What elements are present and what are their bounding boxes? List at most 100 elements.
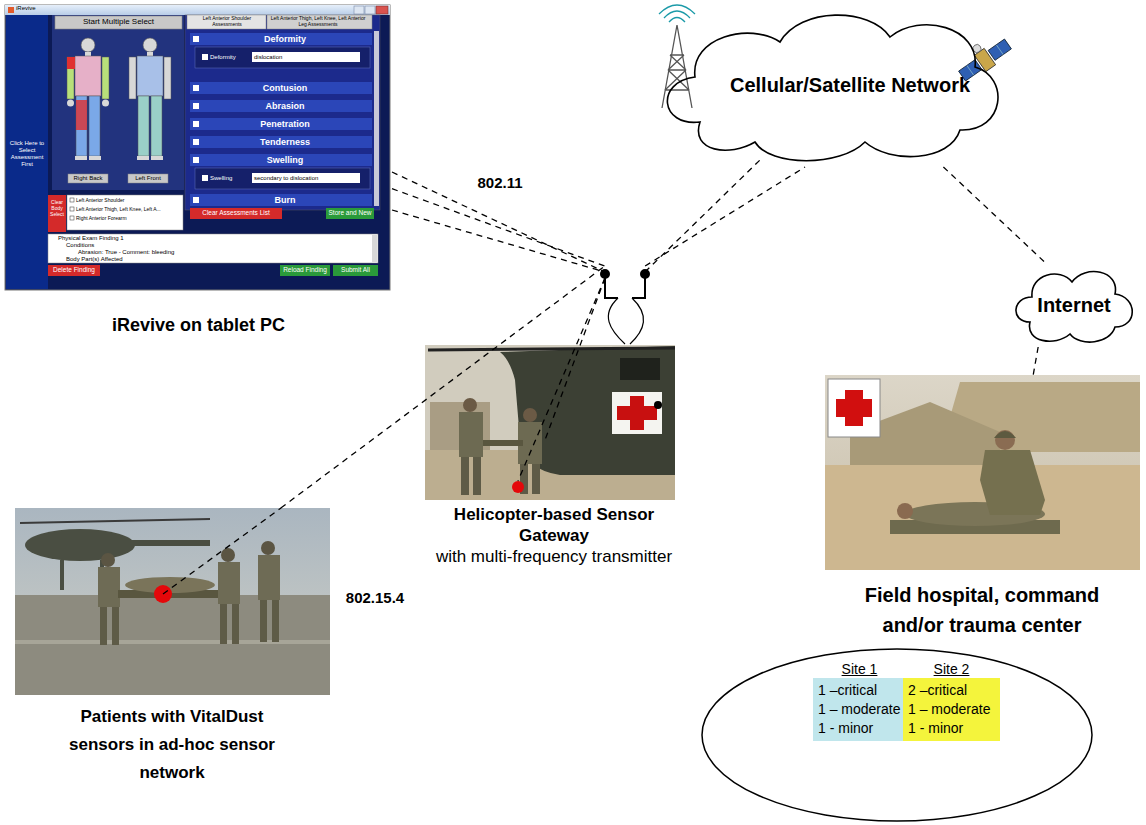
satellite-part: [996, 45, 1003, 55]
body-figure-part-part: [147, 52, 153, 56]
helicopter-photo: [425, 345, 675, 500]
radio-link: [281, 266, 605, 508]
ui-label: Left Anterior Thigh, Left Knee, Left A..…: [76, 206, 182, 212]
tablet-screenshot-part: [67, 195, 183, 230]
assessment-bars-part: [190, 100, 372, 112]
body-figure-part-part: [102, 57, 109, 99]
ui-label: Swelling: [200, 155, 370, 165]
radio-tower-part: [659, 5, 695, 14]
tablet-screenshot-part: [52, 15, 184, 190]
ui-label: Click Here to Select Assessment First: [7, 140, 47, 168]
site-heading: Site 2: [903, 660, 1000, 678]
patients-photo-part: [218, 562, 240, 604]
cloud-text-area: Internet: [1010, 262, 1138, 347]
tablet-screenshot-part: [376, 6, 388, 14]
patients-photo: [15, 508, 330, 695]
ui-label: Store and New: [326, 209, 374, 217]
patients-photo-part: [112, 607, 119, 645]
body-figure-part-part: [138, 96, 149, 156]
body-figure-part-part: [164, 57, 171, 99]
ui-label: Tenderness: [200, 137, 370, 147]
ui-label: dislocation: [254, 53, 358, 61]
body-figure-part-part: [85, 52, 91, 56]
radio-link-part: [645, 160, 760, 272]
body-figure-part: [76, 100, 87, 130]
helicopter-photo-part: [617, 406, 657, 420]
radio-tower-part: [664, 11, 690, 18]
summary-ellipse: [702, 649, 1092, 821]
ui-label: Right Back: [68, 175, 108, 182]
tablet-screenshot-part: [70, 207, 74, 211]
body-figure-part: [67, 38, 109, 160]
body-figure-part-part: [143, 38, 157, 52]
caption-text: Patients with VitalDust sensors in ad-ho…: [55, 703, 290, 787]
patients-photo-part: [15, 640, 330, 644]
body-figure-part-part: [76, 96, 87, 156]
radio-link-part: [518, 278, 605, 481]
ui-label: Burn: [200, 195, 370, 205]
body-figure-part-part: [75, 56, 101, 96]
patients-photo-part: [15, 595, 330, 695]
helicopter-photo-part: [523, 408, 537, 422]
tablet-screenshot-part: [68, 174, 108, 183]
radio-tower: [659, 5, 695, 108]
cloud-path: [1016, 272, 1132, 343]
tablet-screenshot-part: [55, 16, 182, 29]
ui-label: Start Multiple Select: [55, 17, 182, 27]
helicopter-photo-part: [459, 412, 483, 457]
ui-label: Swelling: [210, 174, 250, 182]
body-figure: [67, 38, 171, 160]
assessment-bars-part: [190, 118, 372, 130]
hospital-photo-part: [836, 399, 872, 417]
ui-label: Left Anterior Shoulder Assessments: [188, 16, 266, 28]
network-cloud: Cellular/Satellite Network: [640, 2, 1010, 167]
assessment-bars-part: [195, 168, 370, 189]
ui-label: Reload Finding: [280, 266, 330, 274]
hospital-photo-part: [828, 379, 880, 437]
caption-text: iRevive on tablet PC: [39, 313, 359, 337]
assessment-bars: [190, 31, 379, 206]
body-figure-part: [67, 57, 75, 69]
site-box: Site 22 –critical1 – moderate1 - minor: [903, 660, 1000, 741]
patients-photo-part: [100, 607, 107, 645]
caption: Patients with VitalDust sensors in ad-ho…: [55, 703, 290, 787]
caption-text: with multi-frequency transmitter: [434, 546, 674, 567]
helicopter-photo-part: [532, 464, 540, 494]
hospital-photo-part: [995, 430, 1015, 450]
assessment-bars-part: [190, 154, 372, 166]
patients-photo-part: [130, 540, 210, 546]
body-figure-part-part: [102, 100, 109, 107]
radio-tower-part: [662, 25, 692, 108]
ui-label: Left Front: [128, 175, 168, 182]
radio-link: [1033, 347, 1038, 375]
site-count: 1 – moderate: [818, 700, 901, 719]
site-count: 1 – moderate: [908, 700, 995, 719]
ui-label: Deformity: [200, 34, 370, 44]
assessment-bars-part: [193, 103, 199, 109]
ui-label: Left Anterior Shoulder: [76, 197, 182, 203]
patients-photo-part: [101, 553, 115, 567]
site-count: 2 –critical: [908, 681, 995, 700]
ui-label: secondary to dislocation: [254, 174, 358, 182]
radio-link: [163, 160, 760, 594]
assessment-bars-part: [193, 85, 199, 91]
tablet-screenshot-part: [267, 15, 372, 29]
dashed-link: [392, 189, 605, 266]
satellite-part: [988, 39, 1011, 60]
helicopter-photo-part: [483, 440, 523, 446]
hospital-photo-part: [994, 431, 1016, 438]
tablet-screenshot-part: [48, 234, 378, 263]
hospital-photo: [825, 375, 1140, 570]
radio-link: [943, 167, 1044, 262]
link-label: 802.15.4: [343, 589, 407, 607]
ui-label: Clear Assessments List: [190, 209, 282, 217]
patients-photo-part: [232, 604, 239, 644]
assessment-bars-part: [190, 194, 372, 206]
tablet-screenshot-part: [190, 208, 282, 219]
ui-label: Abrasion: [200, 101, 370, 111]
ui-label: iRevive: [16, 5, 76, 12]
ui-label: Clear Body Select: [48, 199, 66, 217]
assessment-bars-part: [252, 52, 360, 62]
